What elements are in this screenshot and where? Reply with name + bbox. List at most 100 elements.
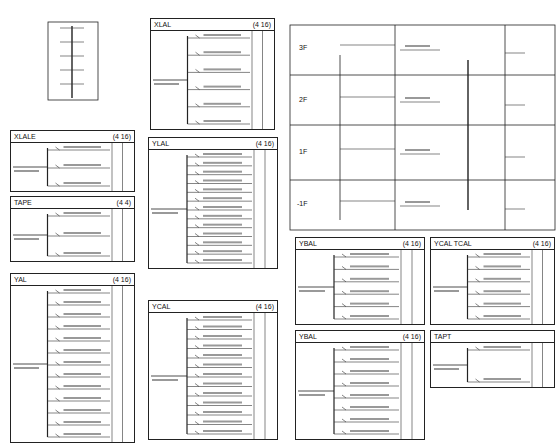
circuit-note (203, 162, 242, 164)
wire (532, 249, 533, 325)
wire (265, 149, 266, 269)
circuit-note (203, 206, 242, 208)
wire (505, 53, 525, 54)
wire (334, 422, 399, 423)
wire (151, 209, 187, 210)
wire (400, 154, 440, 155)
circuit-note (64, 232, 102, 234)
panel-header: XLAL(4 16) (151, 19, 274, 31)
circuit-note (64, 146, 102, 148)
panel-rating: (4 16) (113, 275, 131, 284)
circuit-note (64, 325, 102, 327)
wire (48, 150, 111, 151)
panel-name: YCAL TCAL (434, 239, 472, 248)
circuit-note (203, 250, 242, 252)
circuit-note (64, 361, 102, 363)
wire (476, 316, 480, 319)
panel-header: TAPE(4 4) (11, 197, 134, 209)
wire (56, 362, 60, 365)
wire (13, 364, 48, 365)
circuit-note (350, 265, 389, 267)
wire (400, 50, 440, 51)
wire (187, 386, 252, 387)
circuit-note (405, 201, 430, 203)
wire (60, 56, 84, 57)
wire (195, 207, 199, 210)
panel-header: YCAL TCAL(4 16) (431, 238, 554, 250)
wire (401, 342, 402, 440)
wire (468, 350, 531, 351)
wire (340, 45, 395, 46)
circuit-note (484, 290, 522, 292)
wire (56, 422, 60, 425)
wire (254, 312, 255, 440)
wire (187, 254, 252, 255)
circuit-note (203, 392, 242, 394)
wire (187, 377, 252, 378)
circuit-note (204, 51, 242, 53)
wire (187, 263, 252, 264)
wire (342, 419, 346, 422)
wire (48, 341, 111, 342)
wire (468, 294, 531, 295)
wire (187, 424, 252, 425)
circuit-note (203, 364, 242, 366)
wire (412, 342, 413, 440)
wire (401, 249, 402, 325)
wire (56, 253, 60, 256)
circuit-note (203, 241, 242, 243)
wire (468, 319, 531, 320)
wire (195, 374, 199, 377)
wire (433, 287, 468, 288)
wire (187, 192, 252, 193)
wire (13, 235, 48, 236)
wire (48, 317, 111, 318)
wire (195, 412, 199, 415)
circuit-note (203, 197, 242, 199)
wire (342, 304, 346, 307)
panel-name: YBAL (299, 239, 317, 248)
circuit-note (152, 212, 178, 214)
circuit-note (203, 224, 242, 226)
panel-name: YLAL (152, 139, 169, 148)
wire (56, 213, 60, 216)
wire (48, 293, 111, 294)
circuit-note (299, 394, 325, 396)
wire (342, 347, 346, 350)
circuit-note (203, 345, 242, 347)
floor-label: 3F (298, 44, 308, 52)
wire (122, 142, 123, 192)
floor-label: 1F (298, 148, 308, 156)
wire (468, 269, 531, 270)
wire (188, 55, 251, 56)
wire (195, 198, 199, 201)
circuit-note (203, 411, 242, 413)
wire (48, 425, 111, 426)
circuit-note (64, 313, 102, 315)
wire (187, 183, 252, 184)
circuit-note (203, 215, 242, 217)
wire (187, 165, 252, 166)
wire (187, 210, 252, 211)
wire (187, 157, 252, 158)
wire (187, 227, 252, 228)
wire (56, 290, 60, 293)
panel-name: YBAL (299, 332, 317, 341)
circuit-note (203, 430, 242, 432)
wire (187, 320, 252, 321)
circuit-note (203, 316, 242, 318)
wire (334, 374, 399, 375)
panel-header: YBAL(4 16) (296, 331, 424, 343)
wire (56, 398, 60, 401)
wire (542, 249, 543, 325)
wire (342, 407, 346, 410)
wire (60, 84, 84, 85)
circuit-note (14, 238, 39, 240)
wire (56, 386, 60, 389)
wire (188, 89, 251, 90)
wire (153, 80, 188, 81)
wire (60, 42, 84, 43)
panel-rating: (4 4) (117, 198, 131, 207)
wire (196, 52, 200, 55)
